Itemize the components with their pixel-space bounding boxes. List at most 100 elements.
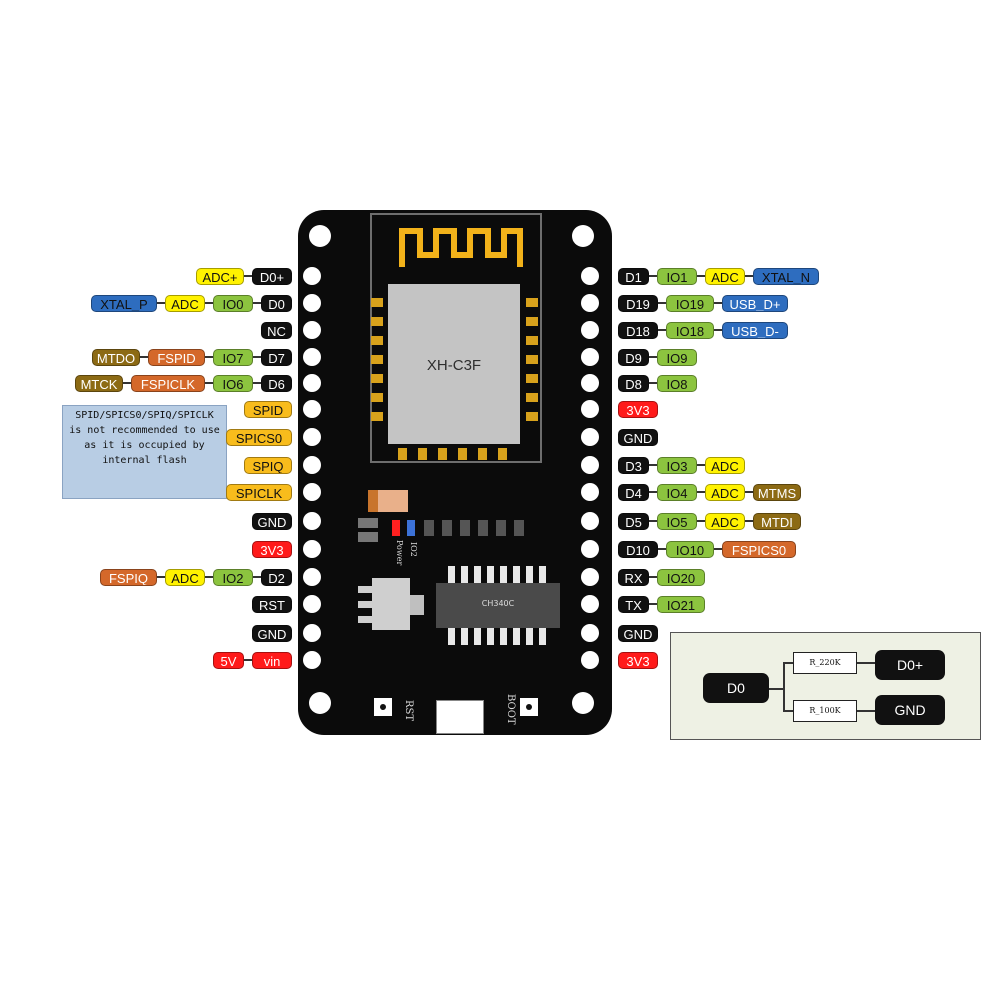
- label-connector: [697, 275, 705, 277]
- module-pad: [526, 393, 538, 402]
- label-connector: [253, 302, 261, 304]
- header-pin-right: [581, 568, 599, 586]
- label-connector: [697, 491, 705, 493]
- pin-label-tx: TX: [618, 596, 649, 613]
- antenna-trace: [399, 228, 523, 267]
- pin-label-d18: D18: [618, 322, 658, 339]
- module-pad: [371, 298, 383, 307]
- pin-label-3v3: 3V3: [618, 401, 658, 418]
- pin-label-io20: IO20: [657, 569, 705, 586]
- pin-label-d5: D5: [618, 513, 649, 530]
- label-connector: [649, 464, 657, 466]
- small-part: [358, 532, 378, 542]
- header-pin-left: [303, 595, 321, 613]
- module-pad: [526, 374, 538, 383]
- ic-lead: [474, 628, 481, 645]
- mounting-hole: [309, 692, 331, 714]
- pin-label-mtck: MTCK: [75, 375, 123, 392]
- inset-d0plus-label: D0+: [875, 650, 945, 680]
- pin-label-adc: ADC: [705, 457, 745, 474]
- module-pad: [526, 412, 538, 421]
- header-pin-left: [303, 512, 321, 530]
- label-connector: [714, 302, 722, 304]
- label-connector: [649, 576, 657, 578]
- pin-label-adc: ADC: [165, 569, 205, 586]
- ic-lead: [487, 628, 494, 645]
- pin-label-mtms: MTMS: [753, 484, 801, 501]
- ic-lead: [500, 566, 507, 583]
- boot-silk-label: BOOT: [505, 694, 516, 725]
- pin-label-d0: D0: [261, 295, 292, 312]
- header-pin-right: [581, 294, 599, 312]
- pin-label-adc: ADC: [165, 295, 205, 312]
- label-connector: [649, 382, 657, 384]
- label-connector: [658, 302, 666, 304]
- resistor-220k: R_220K: [793, 652, 857, 674]
- pin-label-io1: IO1: [657, 268, 697, 285]
- label-connector: [140, 356, 148, 358]
- wire: [783, 662, 793, 664]
- module-pad: [371, 393, 383, 402]
- power-led: [392, 520, 400, 536]
- pin-label-io5: IO5: [657, 513, 697, 530]
- module-pad: [498, 448, 507, 460]
- smd-part: [424, 520, 434, 536]
- label-connector: [649, 356, 657, 358]
- pin-label-io2: IO2: [213, 569, 253, 586]
- header-pin-left: [303, 321, 321, 339]
- module-pad: [371, 412, 383, 421]
- module-pad: [438, 448, 447, 460]
- rst-silk-label: RST: [403, 700, 414, 722]
- orange-component: [368, 490, 408, 512]
- inset-d0-label: D0: [703, 673, 769, 703]
- label-connector: [745, 275, 753, 277]
- label-connector: [697, 464, 705, 466]
- note-line: internal flash: [102, 455, 187, 466]
- pin-label-3v3: 3V3: [618, 652, 658, 669]
- header-pin-right: [581, 651, 599, 669]
- header-pin-right: [581, 456, 599, 474]
- wire: [857, 710, 875, 712]
- mounting-hole: [572, 225, 594, 247]
- ic-lead: [539, 566, 546, 583]
- header-pin-right: [581, 428, 599, 446]
- label-connector: [157, 302, 165, 304]
- label-connector: [714, 548, 722, 550]
- header-pin-left: [303, 568, 321, 586]
- module-pad: [526, 298, 538, 307]
- label-connector: [649, 275, 657, 277]
- label-connector: [253, 576, 261, 578]
- orange-component-end: [368, 490, 378, 512]
- pin-label-d3: D3: [618, 457, 649, 474]
- pin-label-gnd: GND: [618, 429, 658, 446]
- pin-label-usb-d-: USB_D+: [722, 295, 788, 312]
- label-connector: [745, 491, 753, 493]
- small-part: [358, 518, 378, 528]
- pin-label-d7: D7: [261, 349, 292, 366]
- label-connector: [697, 520, 705, 522]
- header-pin-left: [303, 540, 321, 558]
- pin-label-io19: IO19: [666, 295, 714, 312]
- pin-label-io6: IO6: [213, 375, 253, 392]
- label-connector: [253, 382, 261, 384]
- usb-port: [436, 700, 484, 734]
- header-pin-right: [581, 595, 599, 613]
- pin-label-spics0: SPICS0: [226, 429, 292, 446]
- mounting-hole: [572, 692, 594, 714]
- module-pad: [371, 317, 383, 326]
- note-line: SPID/SPICS0/SPIQ/SPICLK: [75, 410, 214, 421]
- pin-label-d9: D9: [618, 349, 649, 366]
- ch340c-chip: [436, 583, 560, 628]
- smd-part: [460, 520, 470, 536]
- wire: [783, 662, 785, 712]
- header-pin-left: [303, 400, 321, 418]
- label-connector: [244, 659, 252, 661]
- pin-label-io21: IO21: [657, 596, 705, 613]
- header-pin-left: [303, 267, 321, 285]
- pin-label-d4: D4: [618, 484, 649, 501]
- note-line: is not recommended to use: [69, 425, 220, 436]
- module-pad: [371, 336, 383, 345]
- pin-label-vin: vin: [252, 652, 292, 669]
- pin-label-spiclk: SPICLK: [226, 484, 292, 501]
